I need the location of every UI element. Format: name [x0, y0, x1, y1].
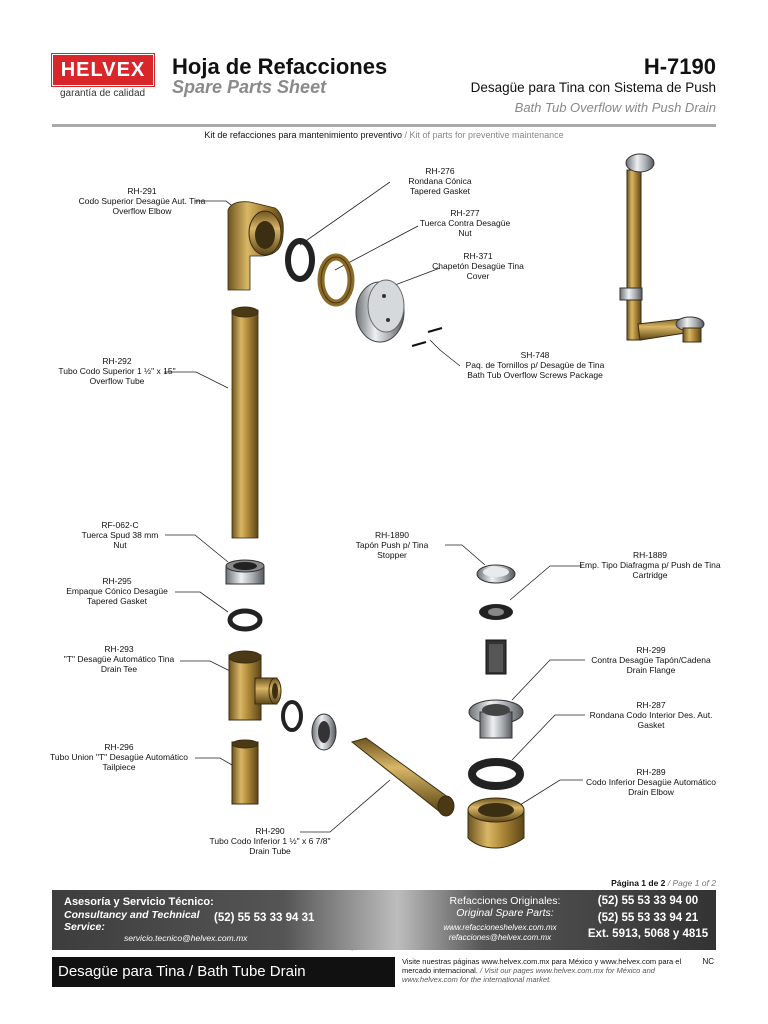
- overflow-elbow-part: [227, 201, 284, 291]
- overflow-cover-part: [355, 279, 405, 343]
- product-description-es: Desagüe para Tina con Sistema de Push: [470, 80, 716, 95]
- page-subtitle: Spare Parts Sheet: [172, 77, 327, 97]
- tech-service-phone: (52) 55 53 33 94 31: [214, 912, 315, 924]
- drain-tube-part: [350, 737, 455, 817]
- kit-caption: Kit de refacciones para mantenimiento pr…: [52, 130, 716, 140]
- kit-caption-separator: /: [402, 130, 410, 140]
- model-number: H-7190: [643, 54, 716, 79]
- kit-caption-es: Kit de refacciones para mantenimiento pr…: [204, 130, 402, 140]
- logo-tagline: garantía de calidad: [60, 88, 146, 99]
- spare-parts-phone-2: (52) 55 53 33 94 21: [597, 912, 699, 924]
- spud-nut-part: [225, 559, 265, 585]
- visit-websites-note: Visite nuestras páginas www.helvex.com.m…: [402, 957, 682, 984]
- spare-parts-title: Refacciones Originales:: [449, 895, 561, 907]
- drain-elbow-part: [467, 797, 525, 849]
- tech-service-email[interactable]: servicio.tecnico@helvex.com.mx: [124, 933, 248, 943]
- spare-parts-extensions: Ext. 5913, 5068 y 4815: [587, 928, 709, 940]
- helvex-logo: HELVEX: [52, 54, 154, 86]
- spare-parts-title-en: Original Spare Parts:: [456, 907, 554, 919]
- product-description-en: Bath Tub Overflow with Push Drain: [514, 100, 716, 115]
- document-code: NC: [702, 957, 714, 966]
- page-number: Página 1 de 2 / Page 1 of 2: [611, 878, 716, 888]
- drain-flange-part: [468, 699, 524, 739]
- page-title: Hoja de Refacciones: [172, 54, 388, 79]
- tech-service-title-en: Consultancy and Technical Service:: [64, 909, 200, 933]
- spare-parts-phone-1: (52) 55 53 33 94 00: [597, 895, 699, 907]
- stopper-part: [476, 564, 516, 584]
- drain-tee-part: [228, 650, 282, 721]
- contact-band: [52, 890, 716, 950]
- kit-caption-en: Kit of parts for preventive maintenance: [409, 130, 564, 140]
- spare-parts-website[interactable]: www.refaccioneshelvex.com.mx: [443, 923, 557, 932]
- tech-service-title: Asesoría y Servicio Técnico:: [64, 896, 214, 908]
- assembled-drain-illustration: [619, 153, 705, 343]
- header-divider: [52, 124, 716, 127]
- product-name-bar: Desagüe para Tina / Bath Tube Drain: [52, 957, 395, 987]
- spare-parts-email[interactable]: refacciones@helvex.com.mx: [448, 933, 552, 942]
